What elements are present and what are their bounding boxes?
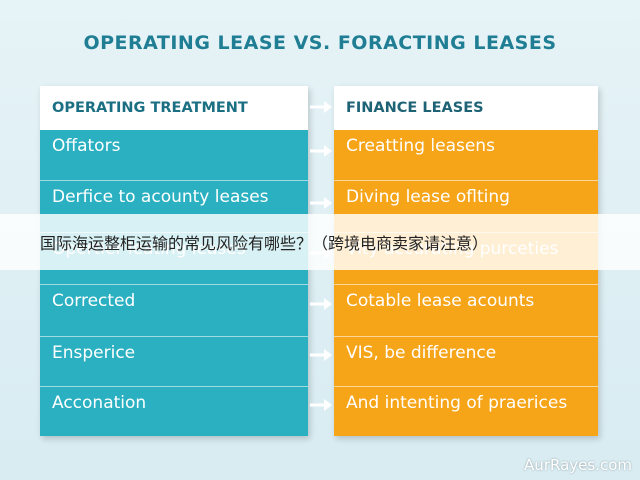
- arrow-right-icon: [309, 348, 333, 362]
- arrow-right-icon: [309, 144, 333, 158]
- right-row: Cotable lease acounts: [334, 284, 598, 336]
- arrow-right-icon: [309, 196, 333, 210]
- left-row: Acconation: [40, 386, 308, 436]
- left-row: Derfice to acounty leases: [40, 180, 308, 232]
- right-row: Diving lease oflting: [334, 180, 598, 232]
- right-row: Creatting leasens: [346, 136, 495, 156]
- arrow-right-icon: [309, 297, 333, 311]
- arrow-right-icon: [309, 398, 333, 412]
- watermark: AurRayes.com: [524, 456, 632, 474]
- left-row: Ensperice: [40, 336, 308, 386]
- left-row: Offators: [52, 136, 121, 156]
- right-row: VIS, be difference: [334, 336, 598, 386]
- right-row: And intenting of praerices: [334, 386, 598, 436]
- arrow-right-icon: [309, 100, 333, 114]
- page-title: OPERATING LEASE VS. FORACTING LEASES: [83, 32, 557, 54]
- caption-banner: [0, 214, 640, 270]
- left-row: Corrected: [40, 284, 308, 336]
- left-column-header: OPERATING TREATMENT: [40, 86, 308, 130]
- caption-text: 国际海运整柜运输的常见风险有哪些？（跨境电商卖家请注意）: [40, 234, 489, 253]
- right-column-header: FINANCE LEASES: [334, 86, 598, 130]
